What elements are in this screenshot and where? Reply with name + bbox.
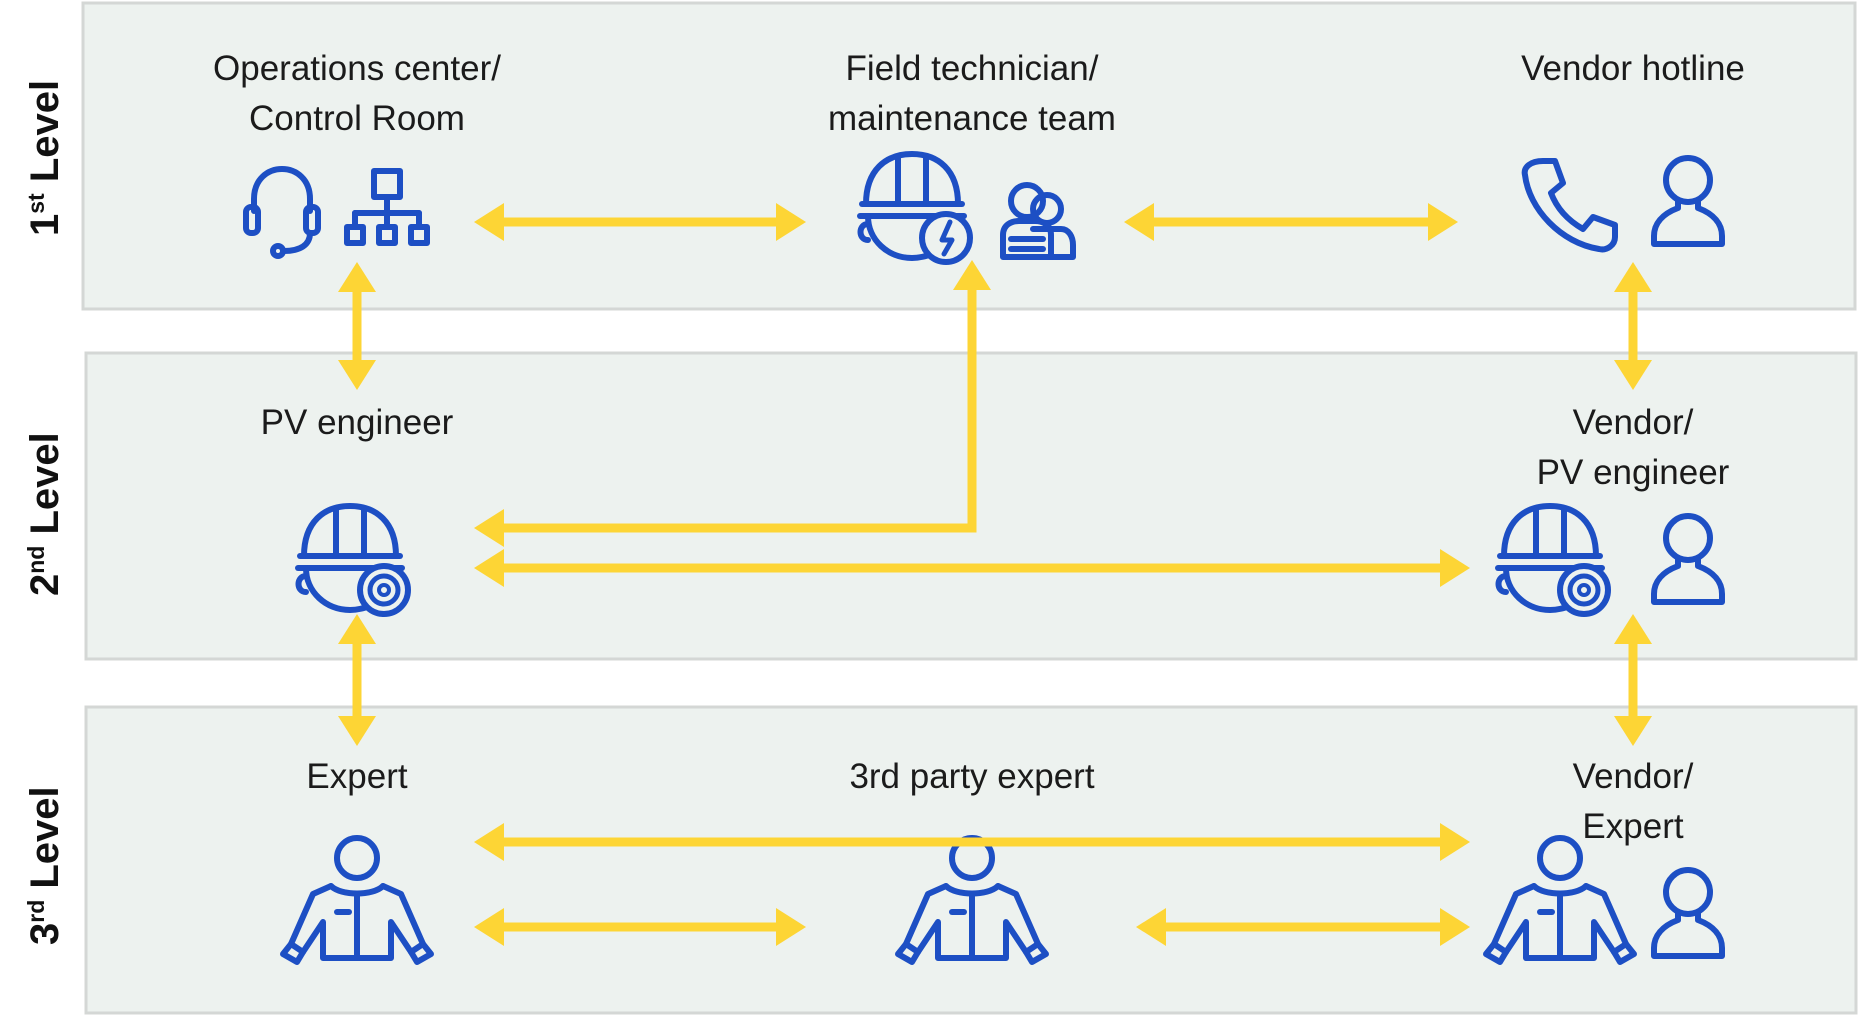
arrow-ops-to-field [474,203,806,241]
level-1-band [81,1,1857,311]
operations-center-label: Operations center/ [213,49,501,88]
headset-icon [243,166,321,259]
worker-team-icon [1000,182,1076,260]
arrow-vendor-hotline-to-vendor-pv-engineer [1614,262,1652,390]
vendor-expert-label-line2: Expert [1582,807,1683,846]
engineer-helmet-gear-icon [1498,506,1611,617]
vendor-hotline-label: Vendor hotline [1521,49,1745,88]
expert-label: Expert [306,757,407,796]
vendor-expert-label: Vendor/ [1573,757,1694,796]
arrow-vendor-pv-engineer-to-vendor-expert [1614,614,1652,746]
arrow-pv-engineer-to-expert [338,614,376,746]
engineer-helmet-gear-icon [298,506,411,617]
arrow-third-party-to-vendor-expert [1136,908,1470,946]
worker-helmet-bolt-icon [860,154,973,265]
level-1-label: 1st Level [23,80,67,236]
arrow-expert-to-vendor-expert [474,823,1470,861]
level-3-band [84,705,1858,1015]
arrow-expert-to-third-party [474,908,806,946]
third-party-expert-label: 3rd party expert [849,757,1094,796]
field-technician-label: Field technician/ [846,49,1099,88]
pv-engineer-label: PV engineer [261,403,454,442]
arrow-field-to-vendor-hotline [1124,203,1458,241]
vendor-pv-engineer-label: Vendor/ [1573,403,1694,442]
arrow-pv-engineer-to-vendor-pv-engineer [474,549,1470,587]
level-2-label: 2nd Level [23,432,67,596]
field-technician-label-line2: maintenance team [828,99,1116,138]
vendor-pv-engineer-label-line2: PV engineer [1537,453,1730,492]
phone-icon [1521,158,1618,253]
arrow-ops-to-pv-engineer [338,262,376,390]
operations-center-label-line2: Control Room [249,99,465,138]
arrow-field-to-pv-engineer [474,260,991,547]
level-3-label: 3rd Level [23,786,67,945]
org-chart-icon [344,168,430,246]
